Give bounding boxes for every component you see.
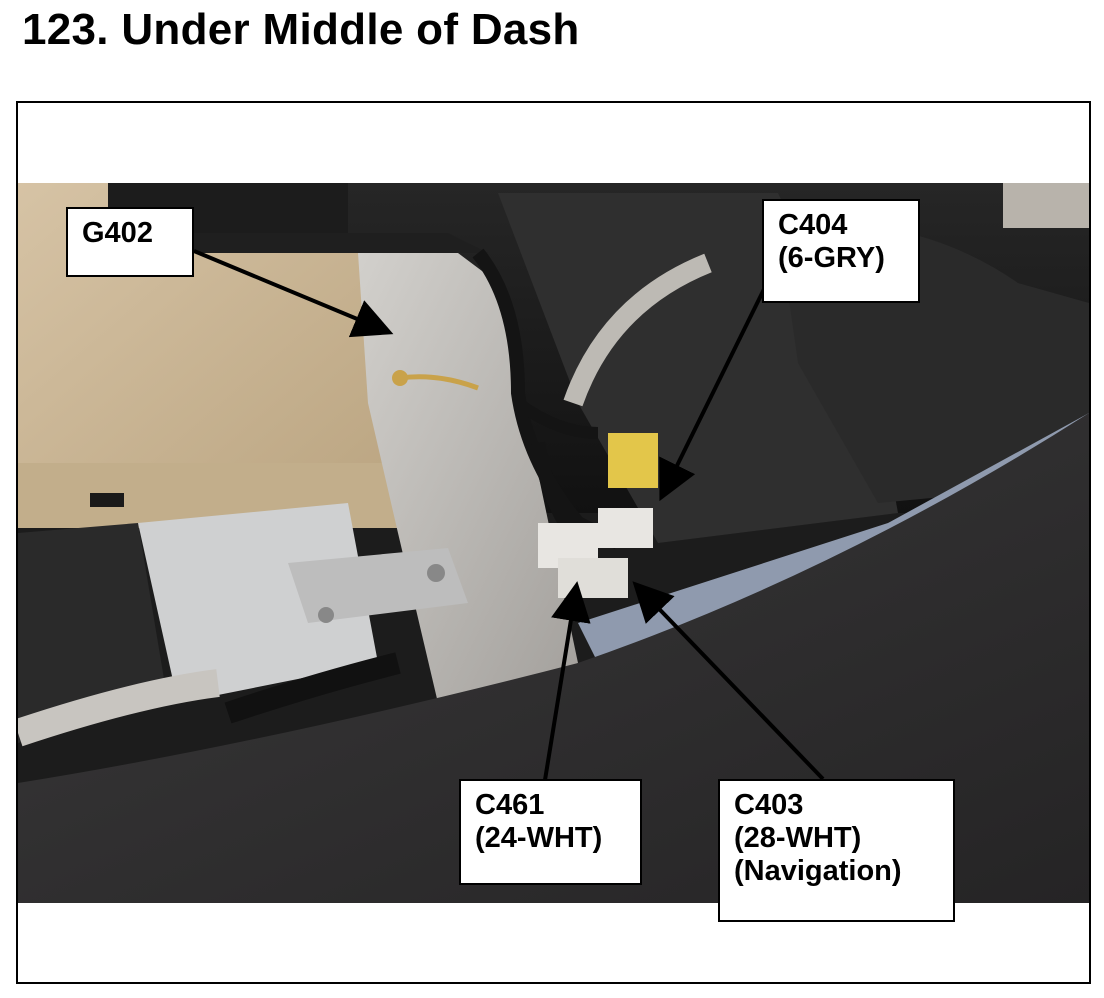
callout-c403-line-3: (Navigation)	[734, 855, 902, 887]
callout-c403: C403 (28-WHT) (Navigation)	[718, 779, 955, 922]
page-title: 123. Under Middle of Dash	[22, 5, 580, 54]
callout-g402-line-1: G402	[82, 217, 153, 249]
callout-g402: G402	[66, 207, 194, 277]
callout-c461-line-1: C461	[475, 789, 545, 821]
figure-frame: G402 C404 (6-GRY) C461 (24-WHT) C403 (28…	[16, 101, 1091, 984]
callout-c404-line-2: (6-GRY)	[778, 242, 885, 274]
callout-c404: C404 (6-GRY)	[762, 199, 920, 303]
callout-c403-line-2: (28-WHT)	[734, 822, 862, 854]
callout-c404-line-1: C404	[778, 209, 848, 241]
callout-c461: C461 (24-WHT)	[459, 779, 642, 885]
callout-c461-line-2: (24-WHT)	[475, 822, 603, 854]
callout-c403-line-1: C403	[734, 789, 804, 821]
